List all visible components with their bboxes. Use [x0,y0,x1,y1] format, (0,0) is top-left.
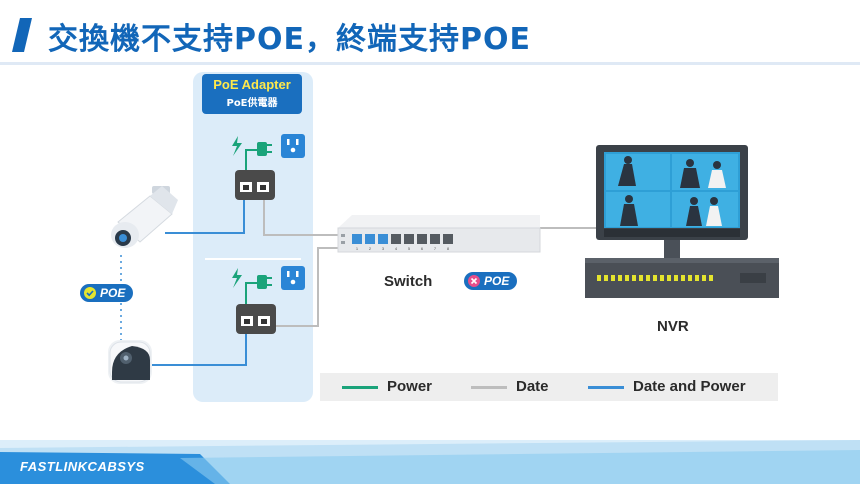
adapter-divider [205,258,301,260]
bullet-camera-icon [111,186,178,248]
switch-port-number: 5 [408,246,411,251]
switch-poe-label: POE [484,274,510,288]
power-icon-group-top [232,134,305,158]
legend-data-swatch [471,386,507,389]
switch-ports [352,234,453,244]
lightning-bolt-icon [232,268,242,288]
dome-camera-icon [108,340,152,384]
monitor-video-tiles [606,154,738,227]
wall-outlet-icon [281,266,305,290]
poe-adapter-panel [193,72,313,402]
page-title: 交換機不支持POE，終端支持POE [48,22,531,57]
legend-data-power-label: Date and Power [633,378,746,395]
switch-port-number: 6 [421,246,424,251]
data-line-top-adapter-to-switch [263,196,340,236]
poe-injector-top [235,170,275,200]
connection-lines [120,149,600,366]
switch-port-number: 8 [447,246,450,251]
data-power-line-bullet-camera [165,196,245,234]
poe-adapter-tag: PoE Adapter PoE供電器 [202,74,302,114]
poe-injector-bottom [236,304,276,334]
legend-power-label: Power [387,378,433,395]
footer-band [0,440,860,484]
check-icon [84,287,96,299]
power-line-bottom [245,282,258,305]
legend-power-swatch [342,386,378,389]
legend-data-label: Date [516,378,549,395]
lightning-bolt-icon [232,136,242,156]
switch-port-number: 4 [395,246,398,251]
switch-port-number: 7 [434,246,437,251]
plug-icon [257,275,272,289]
switch-no-poe-badge: POE [464,272,518,290]
legend: Power Date Date and Power [320,373,778,401]
cross-icon [468,275,480,287]
power-line-top [245,149,258,170]
poe-adapter-subtitle: PoE供電器 [226,98,278,109]
switch-port-number: 1 [356,246,359,251]
data-power-line-dome-camera [150,333,247,366]
camera-poe-label: POE [100,286,126,300]
title-underline [0,62,860,65]
switch-label: Switch [384,273,433,290]
plug-icon [257,142,272,156]
switch-port-number: 3 [382,246,385,251]
data-line-bottom-adapter-to-switch [268,247,340,327]
recorder-led-row [597,275,713,281]
nvr-label: NVR [657,318,689,335]
power-icon-group-bottom [232,266,305,290]
nvr-icon [585,145,779,298]
network-diagram: 1 2 3 4 5 6 7 8 [108,134,779,384]
title-accent-mark [12,18,32,52]
legend-data-power-swatch [588,386,624,389]
brand-wordmark: FASTLINKCABSYS [20,459,145,474]
wall-outlet-icon [281,134,305,158]
poe-adapter-title: PoE Adapter [213,77,291,92]
camera-poe-supported-badge: POE [80,284,134,302]
network-switch-icon: 1 2 3 4 5 6 7 8 [337,215,541,253]
switch-port-number: 2 [369,246,372,251]
